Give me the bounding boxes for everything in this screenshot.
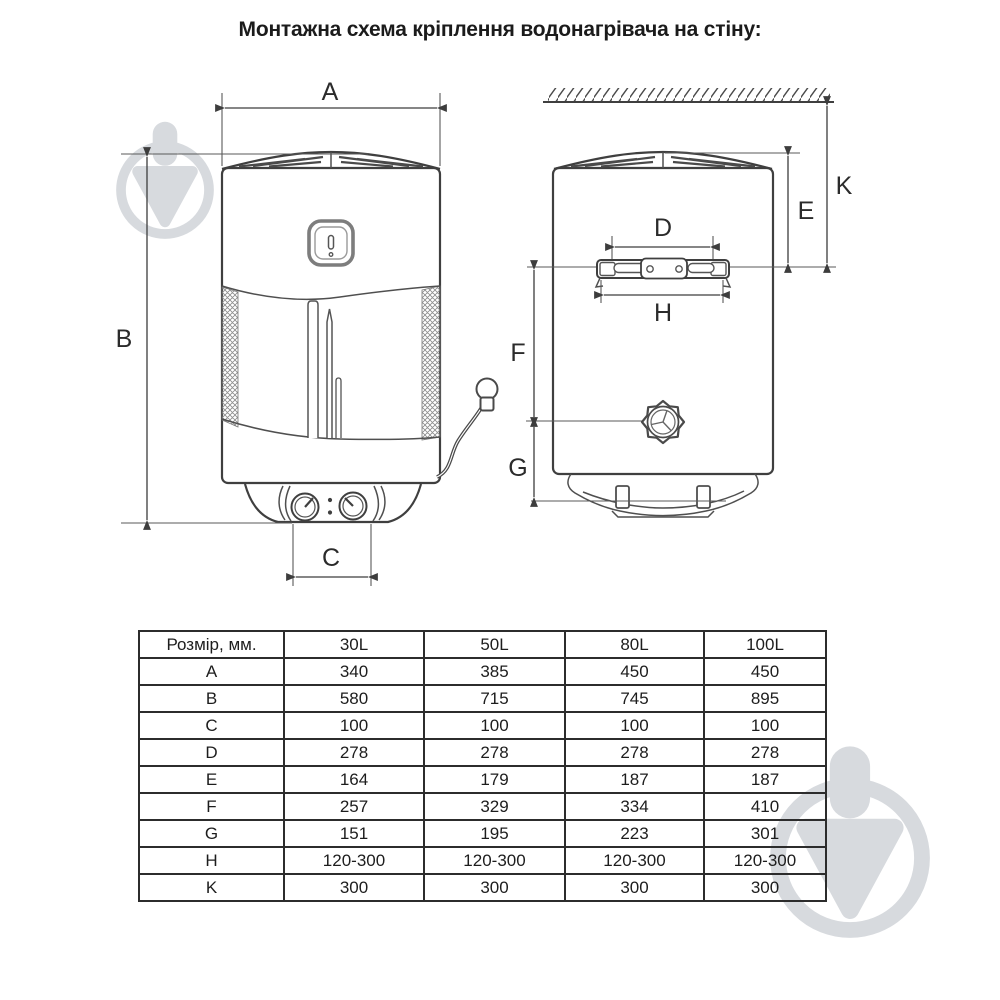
side-view-drawing: D H E K F G [508,88,853,518]
table-cell: D [138,738,285,767]
dim-label-k: K [836,172,853,200]
mounting-diagram: A [116,78,853,586]
table-cell: 120-300 [564,846,705,875]
table-cell: 179 [423,765,566,794]
table-cell: 223 [564,819,705,848]
table-cell: B [138,684,285,713]
table-cell: G [138,819,285,848]
table-cell: 100 [423,711,566,740]
table-row: K 300 300 300 300 [138,873,827,902]
table-cell: 164 [283,765,425,794]
table-cell: F [138,792,285,821]
table-cell: C [138,711,285,740]
table-cell: 300 [564,873,705,902]
table-cell: 715 [423,684,566,713]
table-row: D 278 278 278 278 [138,738,827,767]
table-cell: 329 [423,792,566,821]
table-row: A 340 385 450 450 [138,657,827,686]
table-cell: 334 [564,792,705,821]
table-row: G 151 195 223 301 [138,819,827,848]
table-header-cell: 30L [283,630,425,659]
table-header-row: Розмір, мм. 30L 50L 80L 100L [138,630,827,659]
table-cell: 195 [423,819,566,848]
dim-label-f: F [510,339,525,367]
table-cell: 100 [283,711,425,740]
table-cell: H [138,846,285,875]
table-header-cell: 80L [564,630,705,659]
table-cell: 300 [283,873,425,902]
dim-label-g: G [508,454,527,482]
table-cell: 410 [703,792,827,821]
table-header-cell: 50L [423,630,566,659]
table-cell: 340 [283,657,425,686]
table-cell: 300 [703,873,827,902]
table-cell: 300 [423,873,566,902]
table-cell: 278 [703,738,827,767]
table-cell: 385 [423,657,566,686]
table-row: H 120-300 120-300 120-300 120-300 [138,846,827,875]
dim-label-c: C [322,544,340,572]
table-cell: 151 [283,819,425,848]
table-row: F 257 329 334 410 [138,792,827,821]
table-cell: 187 [703,765,827,794]
table-row: C 100 100 100 100 [138,711,827,740]
table-cell: 745 [564,684,705,713]
table-cell: A [138,657,285,686]
table-cell: 301 [703,819,827,848]
dim-label-a: A [322,78,339,106]
table-cell: 100 [703,711,827,740]
page-title: Монтажна схема кріплення водонагрівача н… [238,18,762,41]
table-cell: 120-300 [283,846,425,875]
table-cell: 187 [564,765,705,794]
table-cell: 580 [283,684,425,713]
table-cell: 100 [564,711,705,740]
safety-valve [640,399,686,445]
table-cell: 450 [703,657,827,686]
table-cell: K [138,873,285,902]
table-cell: 120-300 [703,846,827,875]
table-header-cell: Розмір, мм. [138,630,285,659]
table-cell: E [138,765,285,794]
dim-label-d: D [654,214,672,242]
table-cell: 257 [283,792,425,821]
dim-label-h: H [654,299,672,327]
dim-label-e: E [798,197,815,225]
watermark-icon [116,121,214,239]
front-view-drawing: A [116,78,499,586]
table-cell: 278 [283,738,425,767]
dim-label-b: B [116,325,133,353]
table-cell: 278 [423,738,566,767]
table-header-cell: 100L [703,630,827,659]
table-cell: 120-300 [423,846,566,875]
table-cell: 895 [703,684,827,713]
table-cell: 278 [564,738,705,767]
table-cell: 450 [564,657,705,686]
table-row: B 580 715 745 895 [138,684,827,713]
dimensions-table: Розмір, мм. 30L 50L 80L 100L A 340 385 4… [138,630,827,902]
table-row: E 164 179 187 187 [138,765,827,794]
